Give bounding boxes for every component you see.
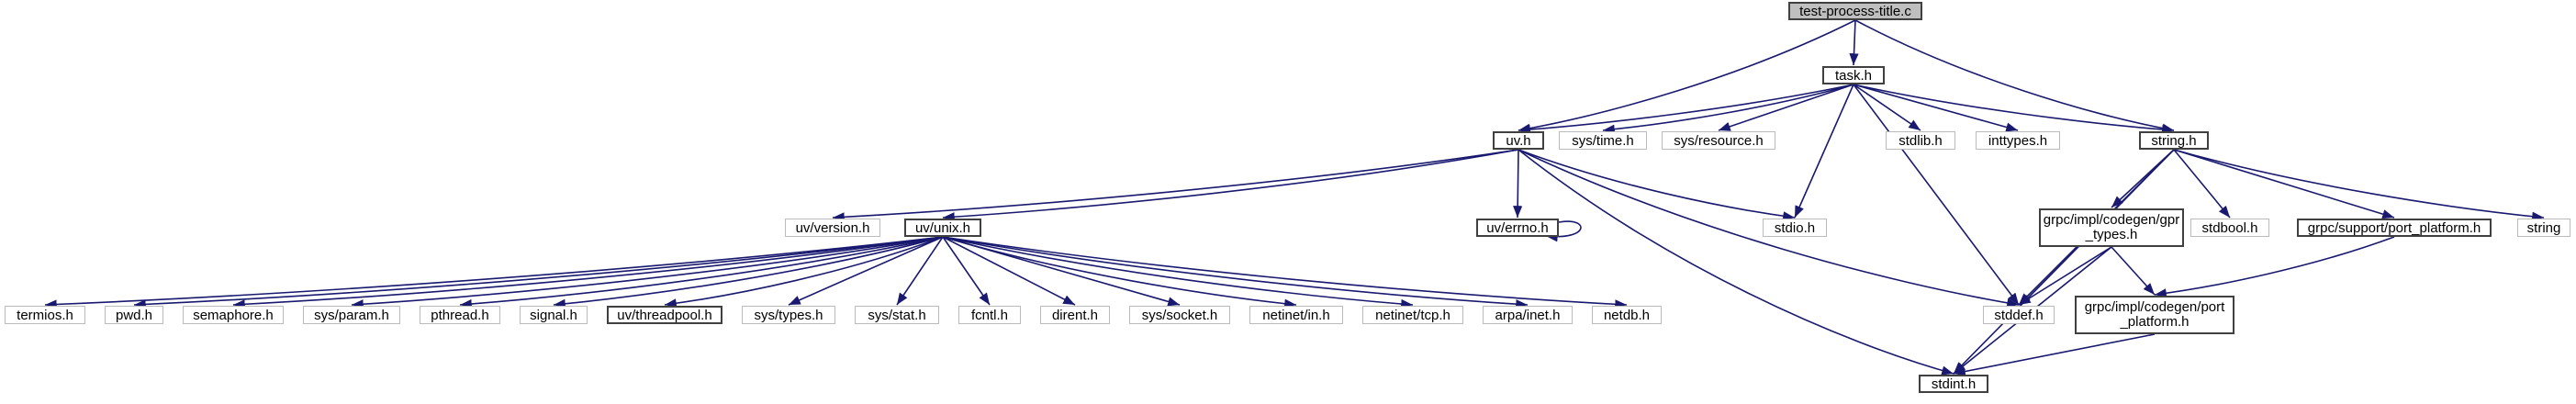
graph-node-semaphore[interactable]: semaphore.h xyxy=(183,306,284,324)
graph-node-uvthreadpool[interactable]: uv/threadpool.h xyxy=(607,306,722,324)
edge-uvunix-to-signal xyxy=(553,236,944,309)
graph-node-uvh[interactable]: uv.h xyxy=(1493,131,1544,150)
graph-node-pwd[interactable]: pwd.h xyxy=(105,306,163,324)
graph-node-termios[interactable]: termios.h xyxy=(5,306,85,324)
graph-node-gprtypes[interactable]: grpc/impl/codegen/gpr _types.h xyxy=(2039,208,2184,247)
graph-node-pthread[interactable]: pthread.h xyxy=(420,306,500,324)
graph-node-stdint[interactable]: stdint.h xyxy=(1919,375,1988,393)
edge-uvunix-to-dirent xyxy=(942,236,1076,306)
edge-uvh-to-uvversion xyxy=(832,149,1519,222)
edges xyxy=(44,19,2545,376)
edge-uvunix-to-netinettcp xyxy=(942,236,1414,309)
graph-node-syssocket[interactable]: sys/socket.h xyxy=(1129,306,1230,324)
edge-string_h-to-stdint xyxy=(1953,149,2175,375)
graph-node-inttypes[interactable]: inttypes.h xyxy=(1976,131,2060,150)
edge-uvunix-to-semaphore xyxy=(232,236,944,309)
graph-node-uvversion[interactable]: uv/version.h xyxy=(785,219,880,237)
edge-uvunix-to-sysparam xyxy=(351,236,944,309)
edge-task-to-stdlib xyxy=(1853,84,1921,131)
edge-string_h-to-stdbool xyxy=(2173,149,2231,219)
edge-root-to-uvh xyxy=(1518,19,1856,133)
graph-node-stdio[interactable]: stdio.h xyxy=(1763,219,1827,237)
graph-node-string_h[interactable]: string.h xyxy=(2139,131,2209,150)
graph-node-sysresource[interactable]: sys/resource.h xyxy=(1662,131,1775,150)
edge-uvunix-to-pwd xyxy=(133,236,944,309)
graph-node-task[interactable]: task.h xyxy=(1822,66,1885,84)
graph-node-stddef[interactable]: stddef.h xyxy=(1983,306,2055,324)
edge-uvunix-to-netinetin xyxy=(942,236,1297,309)
graph-node-string_cpp[interactable]: string xyxy=(2517,219,2570,237)
graph-node-netinettcp[interactable]: netinet/tcp.h xyxy=(1362,306,1463,324)
graph-node-fcntl[interactable]: fcntl.h xyxy=(958,306,1021,324)
edge-task-to-sysresource xyxy=(1718,84,1854,131)
edge-uvh-to-stdio xyxy=(1518,149,1796,221)
edge-uvunix-to-termios xyxy=(44,236,944,309)
edge-task-to-stddef xyxy=(1853,84,2020,306)
graph-node-portplatform2[interactable]: grpc/impl/codegen/port _platform.h xyxy=(2075,296,2234,334)
edge-root-to-task xyxy=(1849,19,1859,66)
graph-node-portplatform[interactable]: grpc/support/port_platform.h xyxy=(2297,219,2492,237)
edge-task-to-string_h xyxy=(1853,84,2175,135)
graph-node-sysstat[interactable]: sys/stat.h xyxy=(855,306,939,324)
edge-uvunix-to-fcntl xyxy=(942,236,991,306)
edge-uvunix-to-arpainet xyxy=(942,236,1529,309)
graph-node-arpainet[interactable]: arpa/inet.h xyxy=(1483,306,1573,324)
edge-uvunix-to-netdb xyxy=(942,236,1628,309)
graph-node-systypes[interactable]: sys/types.h xyxy=(742,306,835,324)
edge-task-to-uvh xyxy=(1518,84,1854,135)
edge-task-to-inttypes xyxy=(1853,84,2019,132)
edge-string_h-to-portplatform xyxy=(2173,149,2395,219)
graph-node-sysparam[interactable]: sys/param.h xyxy=(303,306,400,324)
edge-gprtypes-to-stddef xyxy=(2018,246,2112,306)
graph-node-root[interactable]: test-process-title.c xyxy=(1788,2,1922,20)
edge-uvh-to-uvunix xyxy=(942,149,1519,222)
edge-uvunix-to-pthread xyxy=(459,236,944,309)
edge-task-to-stdio xyxy=(1794,84,1854,219)
graph-node-netinetin[interactable]: netinet/in.h xyxy=(1249,306,1343,324)
graph-node-stdlib[interactable]: stdlib.h xyxy=(1886,131,1955,150)
graph-node-signal[interactable]: signal.h xyxy=(520,306,588,324)
graph-node-uvunix[interactable]: uv/unix.h xyxy=(904,219,981,237)
graph-node-dirent[interactable]: dirent.h xyxy=(1040,306,1110,324)
graph-node-uverrno[interactable]: uv/errno.h xyxy=(1476,219,1559,237)
edge-portplatform2-to-stdint xyxy=(1953,333,2156,376)
edge-uvh-to-stdint xyxy=(1518,149,1954,376)
edge-uvunix-to-uvthreadpool xyxy=(664,236,944,309)
edge-root-to-string_h xyxy=(1854,19,2175,133)
graph-node-stdbool[interactable]: stdbool.h xyxy=(2190,219,2269,237)
edge-task-to-systime xyxy=(1602,84,1854,134)
graph-node-systime[interactable]: sys/time.h xyxy=(1559,131,1647,150)
edge-uvh-to-stddef xyxy=(1518,149,2020,308)
edge-gprtypes-to-portplatform2 xyxy=(2111,246,2156,296)
edge-uvunix-to-systypes xyxy=(788,236,944,306)
edge-portplatform-to-portplatform2 xyxy=(2154,236,2395,298)
graph-node-netdb[interactable]: netdb.h xyxy=(1592,306,1662,324)
edge-string_h-to-string_cpp xyxy=(2173,149,2545,221)
edge-uvunix-to-sysstat xyxy=(896,236,944,306)
